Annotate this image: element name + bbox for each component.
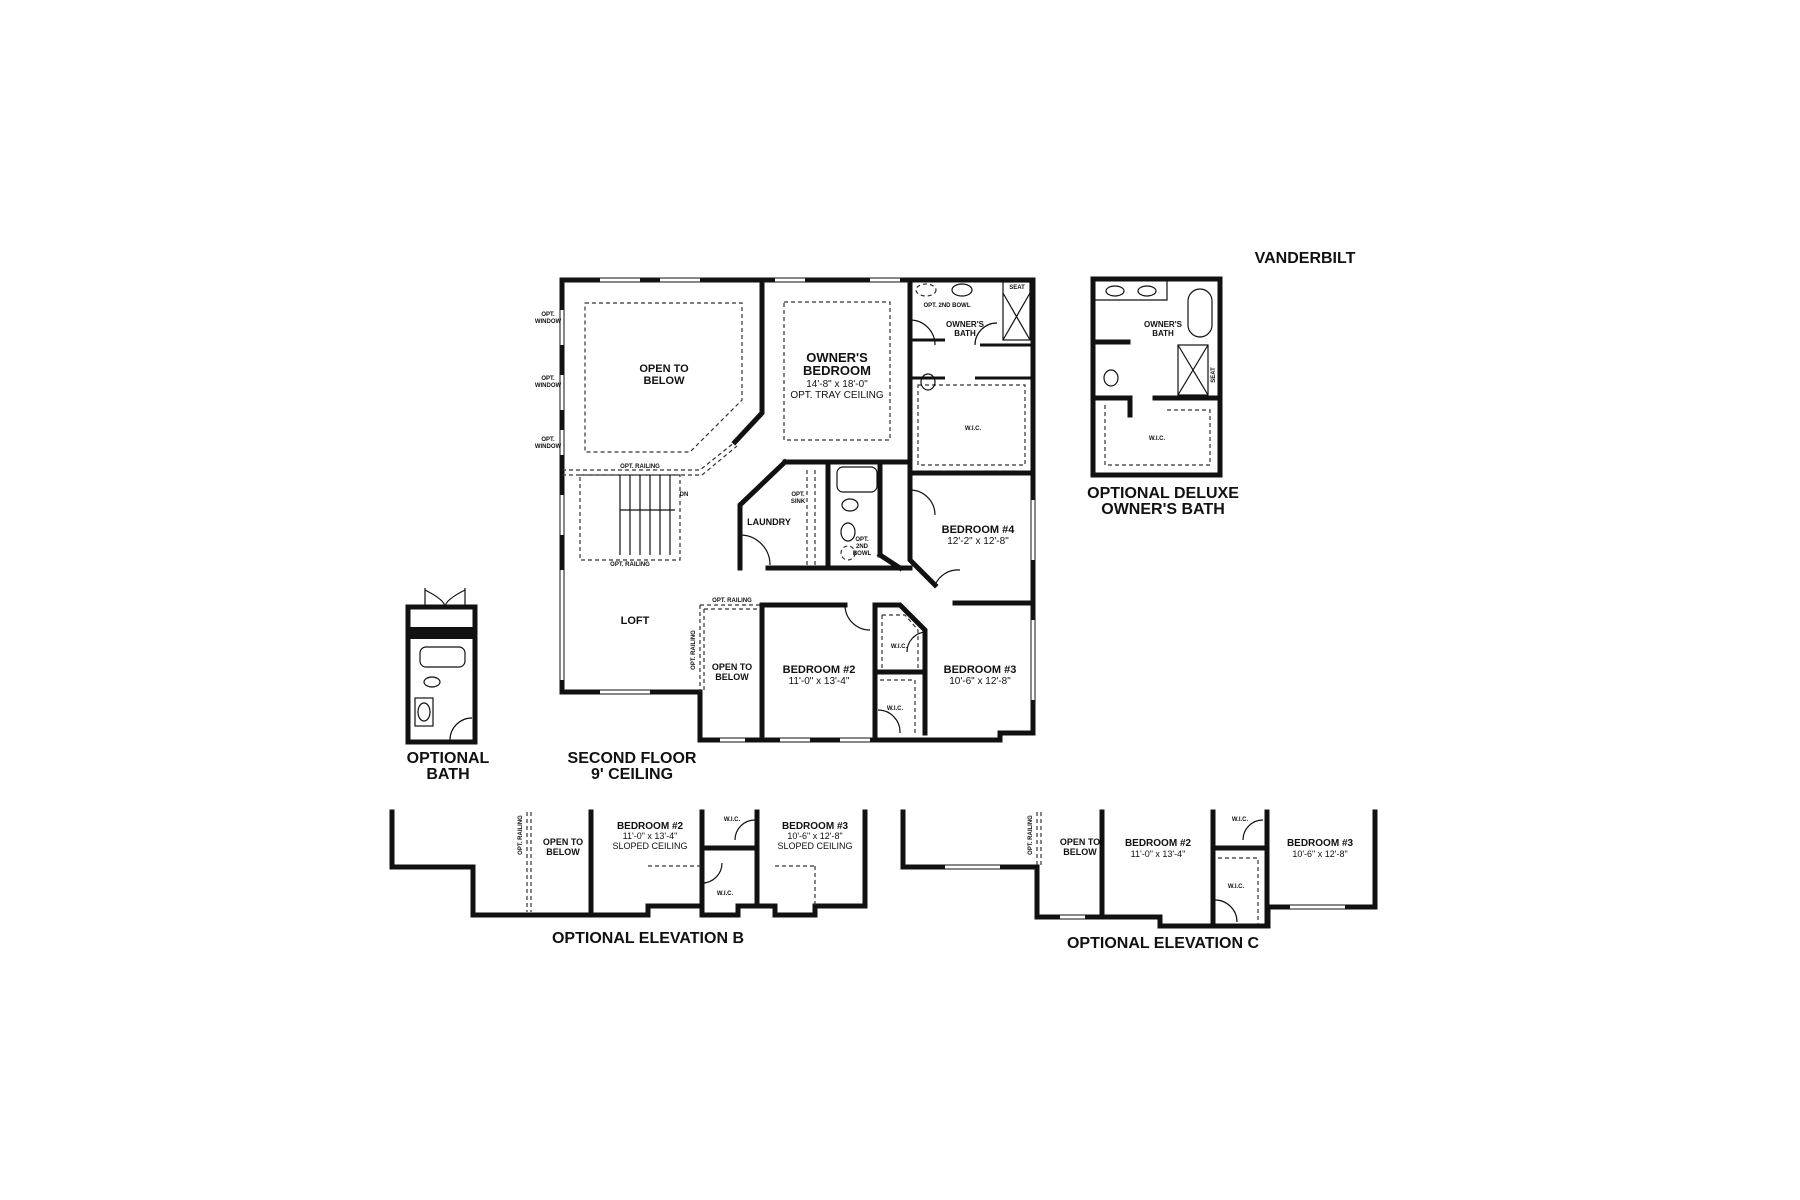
loft-label: LOFT <box>621 615 650 627</box>
bedroom-2-dims: 11'-0" x 13'-4" <box>623 831 678 841</box>
window-label: OPT. <box>541 437 555 443</box>
plan-title: SECOND FLOOR <box>568 750 697 767</box>
wic-label: W.I.C. <box>965 426 982 432</box>
window-label: WINDOW <box>535 444 562 450</box>
open-to-below-label: BELOW <box>546 847 580 857</box>
opt-bowl-label: BOWL <box>853 551 872 557</box>
opt-sink-label: OPT. <box>791 492 805 498</box>
bedroom-3-label: BEDROOM #3 <box>1287 838 1354 849</box>
seat-label: SEAT <box>1211 367 1217 383</box>
railing-label: OPT. RAILING <box>610 562 650 568</box>
laundry-label: LAUNDRY <box>747 517 791 527</box>
optional-bath-title: BATH <box>426 766 469 783</box>
open-to-below-label: OPEN TO <box>543 837 583 847</box>
bedroom-3-note: SLOPED CEILING <box>777 841 852 851</box>
owners-bath-label: OWNER'S <box>946 320 985 329</box>
railing-label: OPT. RAILING <box>620 464 660 470</box>
bedroom-4-label: BEDROOM #4 <box>942 524 1016 536</box>
bedroom-4-dims: 12'-2" x 12'-8" <box>947 536 1009 547</box>
railing-label: OPT. RAILING <box>712 598 752 604</box>
wic-label: W.I.C. <box>1228 884 1245 890</box>
owners-bedroom-note: OPT. TRAY CEILING <box>790 390 884 401</box>
plan-name: VANDERBILT <box>1255 250 1356 267</box>
bedroom-2-label: BEDROOM #2 <box>617 821 684 832</box>
open-to-below-label: BELOW <box>644 375 686 387</box>
bedroom-2-label: BEDROOM #2 <box>1125 838 1192 849</box>
wic-label: W.I.C. <box>891 644 908 650</box>
main-plan-labels: OPEN TO BELOW OWNER'S BEDROOM 14'-8" x 1… <box>535 285 1025 783</box>
optional-bath-title: OPTIONAL <box>407 750 490 767</box>
second-floor-plan <box>559 277 1036 743</box>
railing-label: OPT. RAILING <box>1028 815 1034 855</box>
elevation-c-title: OPTIONAL ELEVATION C <box>1067 935 1259 952</box>
bedroom-3-dims: 10'-6" x 12'-8" <box>949 676 1011 687</box>
bedroom-2-label: BEDROOM #2 <box>783 664 856 676</box>
bedroom-2-dims: 11'-0" x 13'-4" <box>789 676 850 687</box>
optional-bath-plan: OPTIONAL BATH <box>405 588 490 783</box>
owners-bath-label: BATH <box>1152 329 1174 338</box>
bedroom-3-dims: 10'-6" x 12'-8" <box>787 831 842 841</box>
opt-bowl-label: OPT. 2ND BOWL <box>923 303 970 309</box>
wic-label: W.I.C. <box>717 891 734 897</box>
bedroom-3-label: BEDROOM #3 <box>944 664 1017 676</box>
owners-bath-label: BATH <box>954 329 976 338</box>
open-to-below-label: OPEN TO <box>1060 837 1100 847</box>
open-to-below-label: BELOW <box>715 672 749 682</box>
open-to-below-label: OPEN TO <box>639 363 689 375</box>
opt-sink-label: SINK <box>791 499 806 505</box>
owners-bath-label: OWNER'S <box>1144 320 1183 329</box>
plan-subtitle: 9' CEILING <box>591 766 673 783</box>
window-label: OPT. <box>541 312 555 318</box>
bedroom-3-dims: 10'-6" x 12'-8" <box>1292 849 1347 859</box>
bedroom-2-dims: 11'-0" x 13'-4" <box>1131 849 1186 859</box>
deluxe-bath-title: OPTIONAL DELUXE <box>1087 485 1239 502</box>
window-label: OPT. <box>541 376 555 382</box>
window-label: WINDOW <box>535 319 562 325</box>
optional-elevation-c: OPT. RAILING OPEN TO BELOW BEDROOM #2 11… <box>900 809 1378 952</box>
deluxe-bath-title: OWNER'S BATH <box>1101 501 1225 518</box>
owners-bedroom-label: BEDROOM <box>803 363 871 378</box>
wic-label: W.I.C. <box>724 817 741 823</box>
railing-label: OPT. RAILING <box>691 630 697 670</box>
optional-elevation-b: OPT. RAILING OPEN TO BELOW BEDROOM #2 11… <box>389 809 868 947</box>
elevation-b-title: OPTIONAL ELEVATION B <box>552 930 744 947</box>
seat-label: SEAT <box>1009 285 1025 291</box>
wic-label: W.I.C. <box>1232 817 1249 823</box>
wic-label: W.I.C. <box>1149 436 1166 442</box>
bedroom-3-label: BEDROOM #3 <box>782 821 849 832</box>
bedroom-2-note: SLOPED CEILING <box>612 841 687 851</box>
owners-bedroom-dims: 14'-8" x 18'-0" <box>806 379 868 390</box>
opt-bowl-label: OPT. <box>855 537 869 543</box>
window-label: WINDOW <box>535 383 562 389</box>
optional-deluxe-owners-bath: OWNER'S BATH W.I.C. SEAT OPTIONAL DELUXE… <box>1087 276 1239 518</box>
stairs-label: DN <box>680 492 689 498</box>
owners-bedroom-label: OWNER'S <box>806 350 868 365</box>
open-to-below-label: OPEN TO <box>712 662 752 672</box>
open-to-below-label: BELOW <box>1063 847 1097 857</box>
opt-bowl-label: 2ND <box>856 544 869 550</box>
railing-label: OPT. RAILING <box>518 815 524 855</box>
wic-label: W.I.C. <box>887 706 904 712</box>
